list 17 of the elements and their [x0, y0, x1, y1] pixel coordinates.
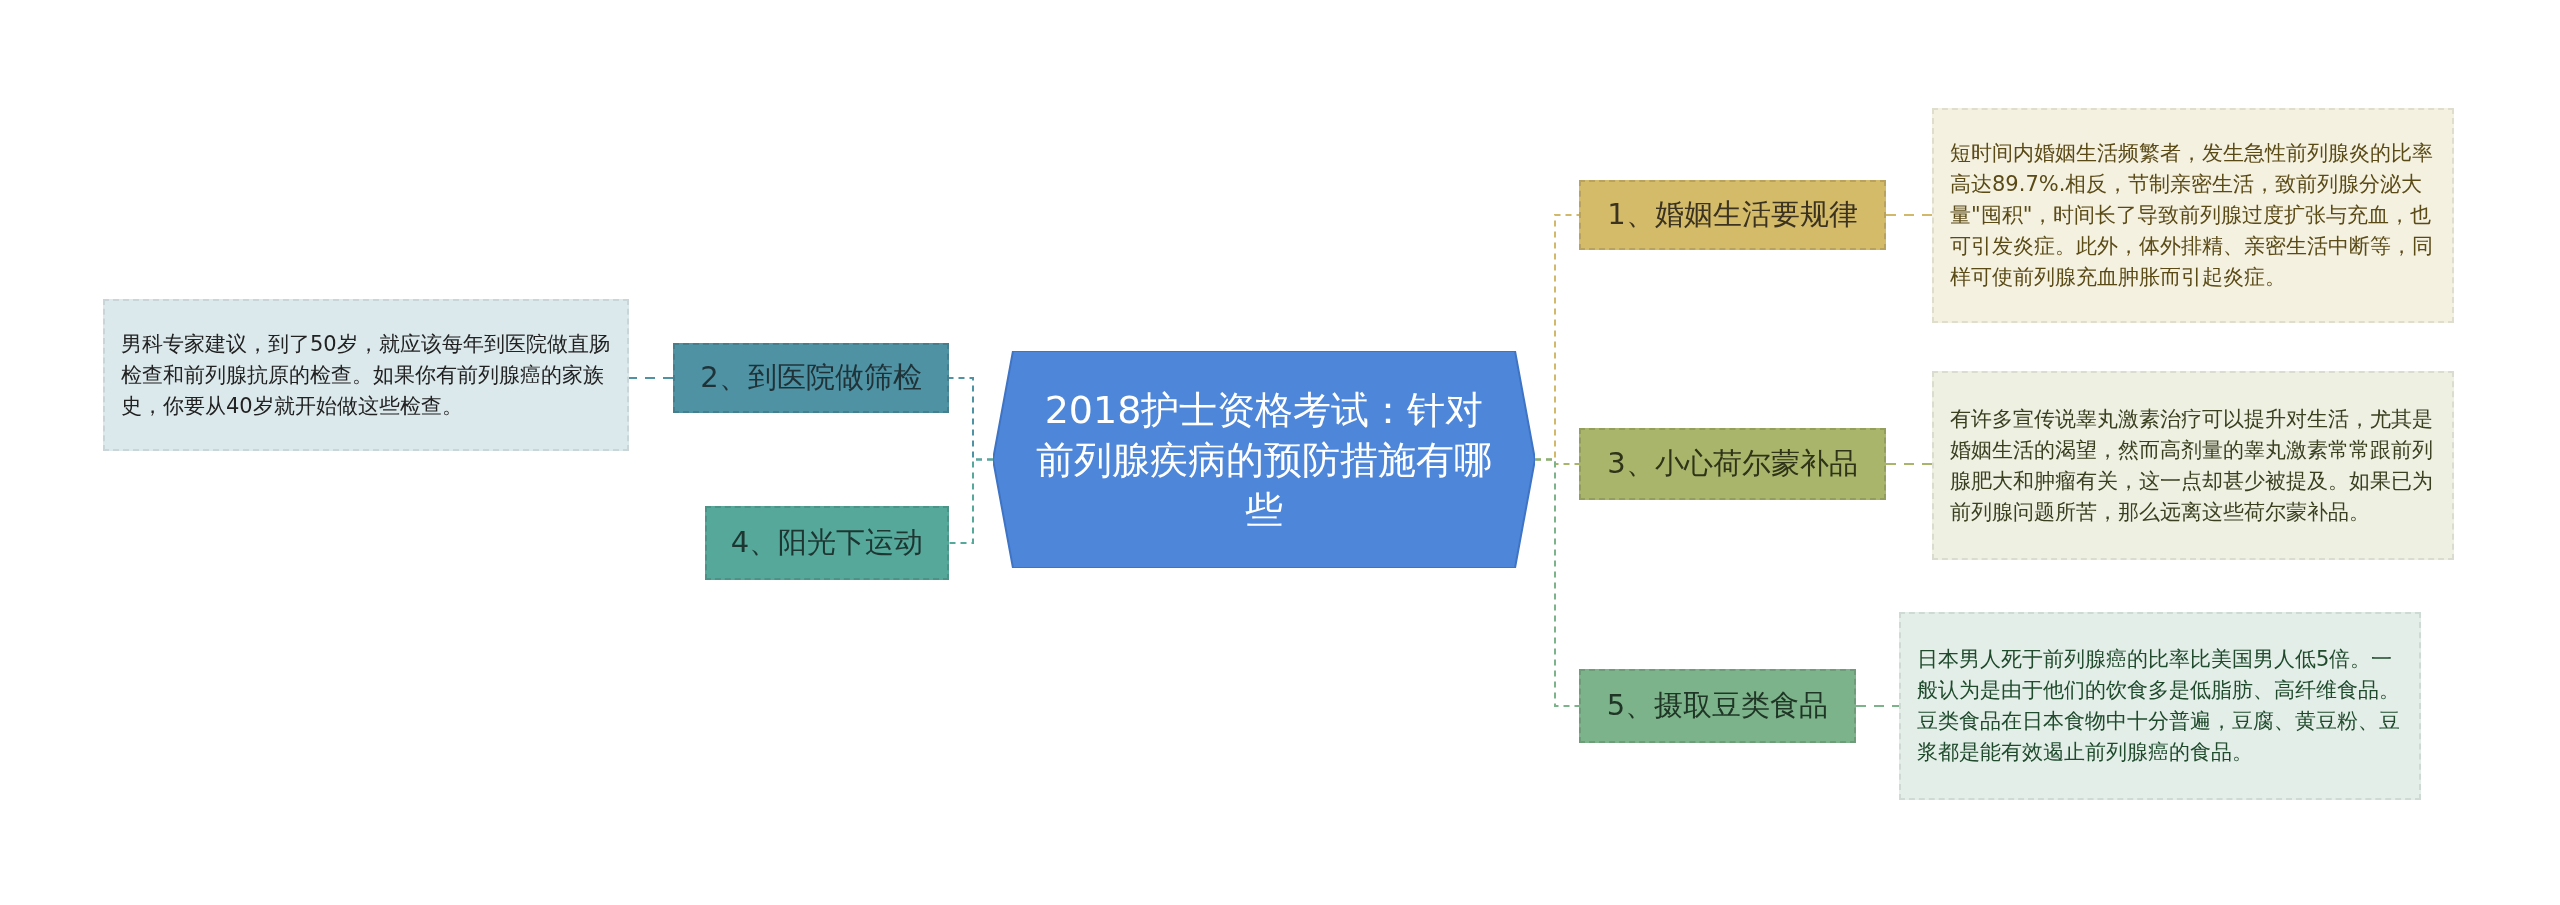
branch-box: 2、到医院做筛检 — [673, 343, 949, 413]
branch-box: 5、摄取豆类食品 — [1579, 669, 1856, 743]
connector-line — [1855, 705, 1900, 707]
connector-line — [1885, 463, 1933, 465]
note-box: 日本男人死于前列腺癌的比率比美国男人低5倍。一般认为是由于他们的饮食多是低脂肪、高纤维食品。豆类食品在日本食物中十分普遍，豆腐、黄豆粉、豆浆都是能有效遏止前列腺癌的食品。 — [1899, 612, 2421, 800]
branch-box: 3、小心荷尔蒙补品 — [1579, 428, 1886, 500]
connector-line — [948, 458, 994, 544]
connector-line — [1534, 458, 1580, 707]
connector-line — [1885, 214, 1933, 216]
note-box: 男科专家建议，到了50岁，就应该每年到医院做直肠检查和前列腺抗原的检查。如果你有前列腺癌的家族史，你要从40岁就开始做这些检查。 — [103, 299, 629, 451]
branch-box: 4、阳光下运动 — [705, 506, 949, 580]
note-box: 有许多宣传说睾丸激素治疗可以提升对生活，尤其是婚姻生活的渴望，然而高剂量的睾丸激素常常跟前列腺肥大和肿瘤有关，这一点却甚少被提及。如果已为前列腺问题所苦，那么远离这些荷尔蒙补品。 — [1932, 371, 2454, 560]
branch-box: 1、婚姻生活要规律 — [1579, 180, 1886, 250]
connector-line — [628, 377, 674, 379]
topic-hexagon — [993, 351, 1535, 568]
note-box: 短时间内婚姻生活频繁者，发生急性前列腺炎的比率高达89.7%.相反，节制亲密生活，致前列腺分泌大量"囤积"，时间长了导致前列腺过度扩张与充血，也可引发炎症。此外，体外排精、亲密生活中断等，同样可使前列腺充血肿胀而引起炎症。 — [1932, 108, 2454, 323]
topic-text: 2018护士资格考试：针对前列腺疾病的预防措施有哪些 — [1035, 386, 1493, 534]
